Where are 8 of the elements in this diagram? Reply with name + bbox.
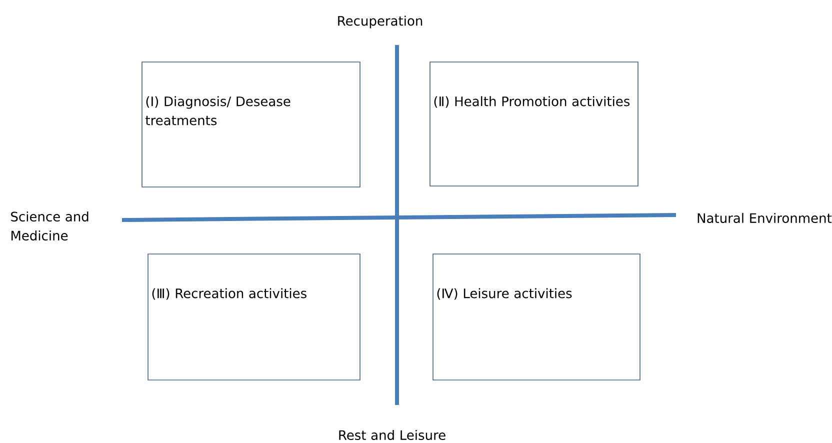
quadrant-box: (Ⅰ) Diagnosis/ Desease treatments — [142, 62, 360, 188]
axis-label: Rest and Leisure — [339, 430, 446, 440]
quadrant-box: (Ⅲ) Recreation activities — [148, 254, 360, 380]
axis-label: Science and Medicine — [11, 211, 88, 241]
axis-label: Recuperation — [338, 16, 422, 28]
quadrant-box: (Ⅱ) Health Promotion activities — [430, 62, 638, 186]
axis-label: Natural Environment — [698, 212, 832, 224]
quadrant-box: (Ⅳ) Leisure activities — [432, 254, 640, 380]
